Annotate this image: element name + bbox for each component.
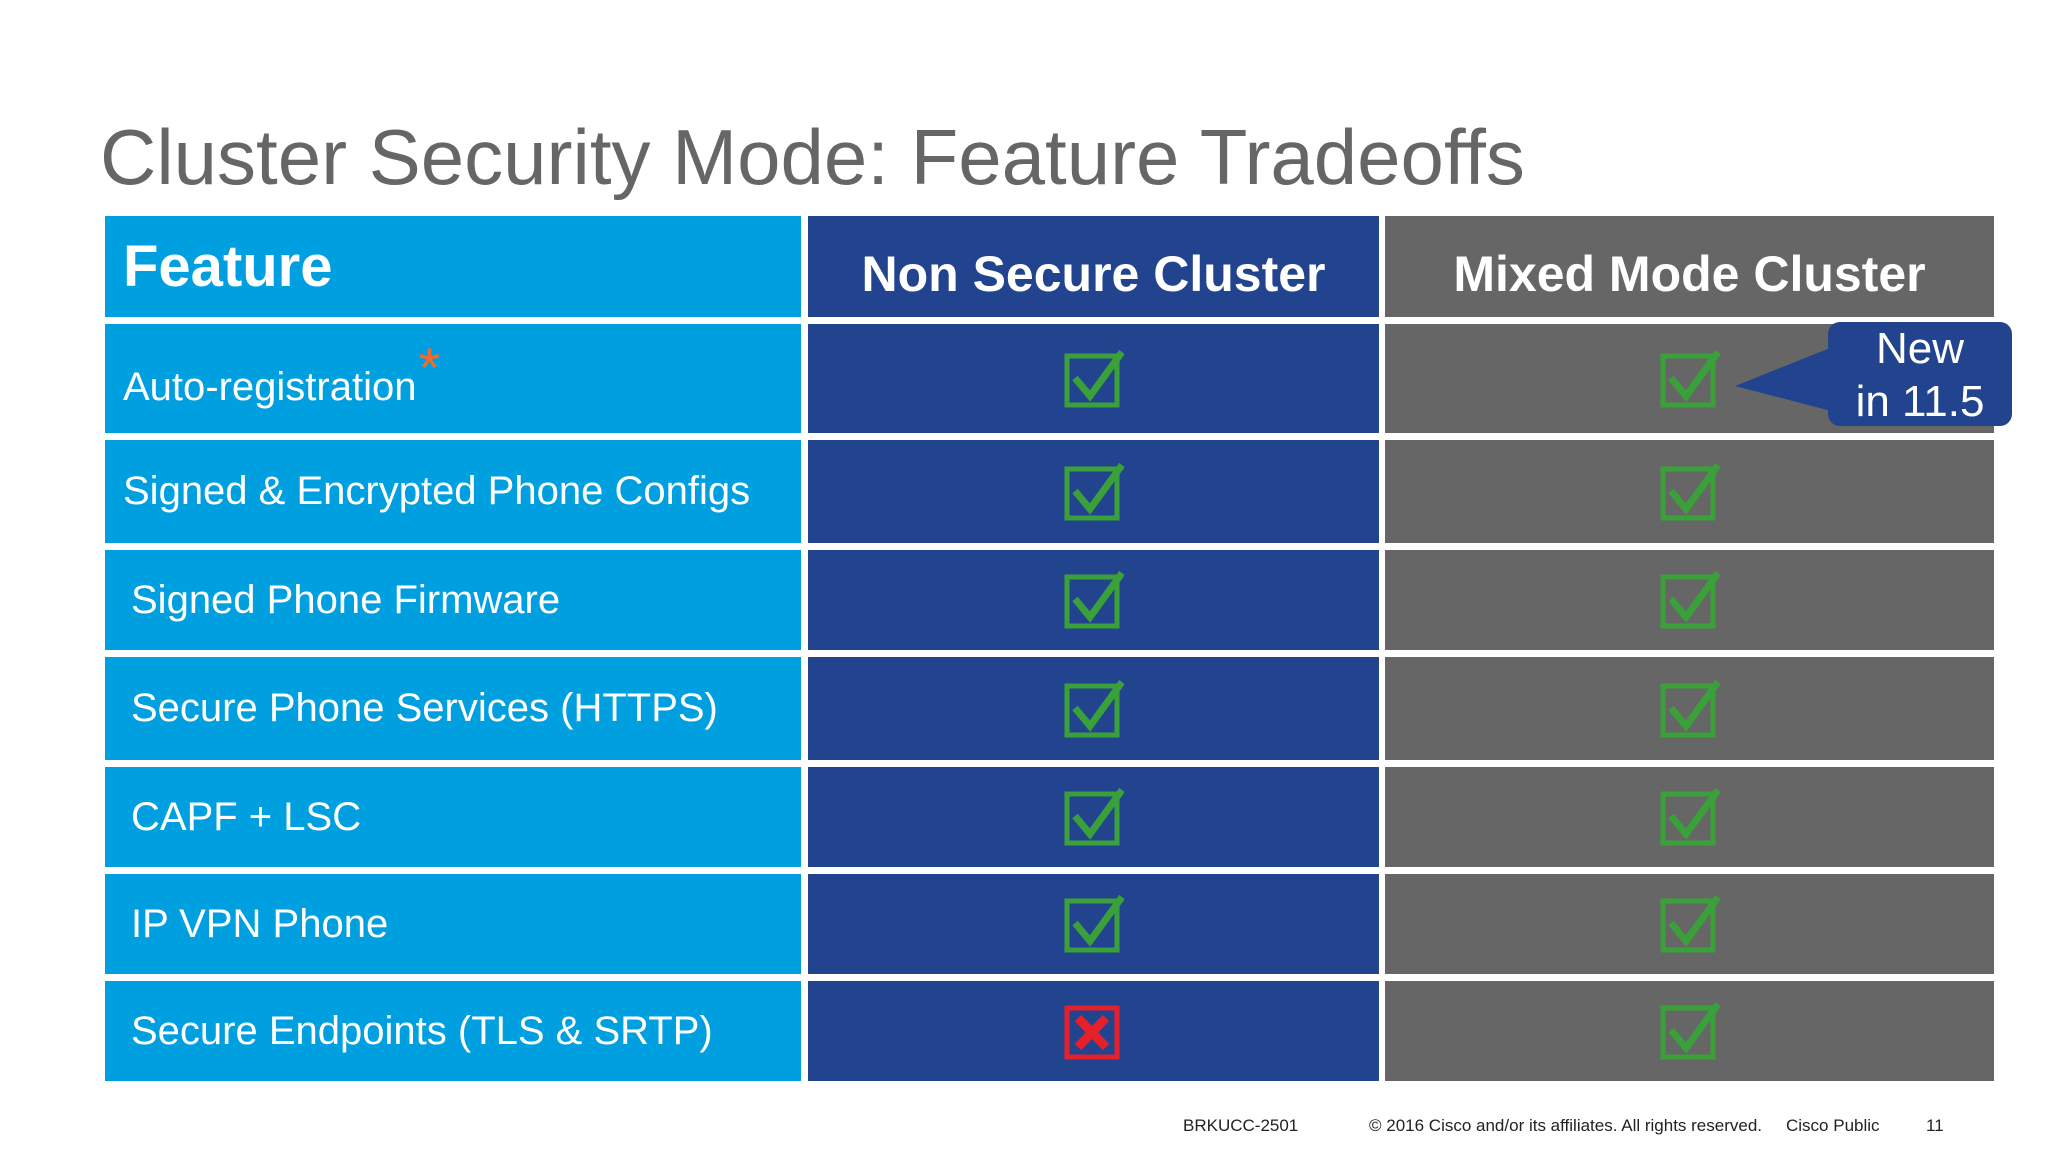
table-row-non-secure: [808, 550, 1379, 650]
header-non-secure: Non Secure Cluster: [808, 216, 1379, 317]
checkbox-check-icon: [1660, 1002, 1720, 1060]
callout-line-2: in 11.5: [1855, 377, 1985, 426]
table-row-non-secure: [808, 767, 1379, 867]
table-row-feature: Secure Phone Services (HTTPS): [105, 657, 801, 760]
checkbox-check-icon: [1660, 349, 1720, 407]
table-row-mixed-mode: [1385, 550, 1994, 650]
checkbox-check-icon: [1064, 788, 1124, 846]
checkbox-check-icon: [1660, 788, 1720, 846]
header-feature: Feature: [105, 216, 801, 317]
checkbox-check-icon: [1660, 895, 1720, 953]
checkbox-check-icon: [1064, 571, 1124, 629]
header-mixed-mode: Mixed Mode Cluster: [1385, 216, 1994, 317]
feature-label: Auto-registration: [123, 365, 417, 409]
footer-session-id: BRKUCC-2501: [1183, 1116, 1299, 1135]
slide-title: Cluster Security Mode: Feature Tradeoffs: [100, 113, 1525, 201]
checkbox-cross-icon: [1064, 1005, 1119, 1060]
table-row-mixed-mode: [1385, 767, 1994, 867]
feature-label: CAPF + LSC: [131, 794, 362, 839]
table-row-feature: Signed Phone Firmware: [105, 550, 801, 650]
feature-label: Signed & Encrypted Phone Configs: [123, 469, 751, 513]
feature-label: Secure Endpoints (TLS & SRTP): [131, 1008, 713, 1053]
table-row-mixed-mode: [1385, 657, 1994, 760]
checkbox-check-icon: [1064, 462, 1124, 520]
checkbox-check-icon: [1660, 679, 1720, 737]
callout-pointer: [1735, 346, 1835, 412]
table-row-non-secure: [808, 981, 1379, 1081]
table-row-feature: CAPF + LSC: [105, 767, 801, 867]
table-row-feature: Auto-registration*: [105, 324, 801, 433]
callout-line-1: New: [1875, 324, 1965, 373]
table-row-mixed-mode: [1385, 874, 1994, 974]
table-row-non-secure: [808, 874, 1379, 974]
checkbox-check-icon: [1064, 679, 1124, 737]
checkbox-check-icon: [1064, 349, 1124, 407]
new-in-callout: New in 11.5: [1828, 322, 2012, 426]
feature-label: Signed Phone Firmware: [131, 577, 561, 622]
table-row-feature: IP VPN Phone: [105, 874, 801, 974]
checkbox-check-icon: [1064, 895, 1124, 953]
checkbox-check-icon: [1660, 571, 1720, 629]
feature-label: IP VPN Phone: [131, 901, 389, 946]
checkbox-check-icon: [1660, 462, 1720, 520]
table-row-mixed-mode: [1385, 440, 1994, 543]
table-row-non-secure: [808, 324, 1379, 433]
table-row-feature: Secure Endpoints (TLS & SRTP): [105, 981, 801, 1081]
table-row-non-secure: [808, 657, 1379, 760]
table-row-non-secure: [808, 440, 1379, 543]
table-row-feature: Signed & Encrypted Phone Configs: [105, 440, 801, 543]
feature-label: Secure Phone Services (HTTPS): [131, 686, 718, 730]
footer-page-number: 11: [1926, 1116, 1944, 1135]
table-row-mixed-mode: [1385, 981, 1994, 1081]
footer-classification: Cisco Public: [1786, 1116, 1880, 1135]
asterisk-footnote-mark: *: [418, 336, 441, 399]
footer-copyright: © 2016 Cisco and/or its affiliates. All …: [1369, 1116, 1763, 1135]
